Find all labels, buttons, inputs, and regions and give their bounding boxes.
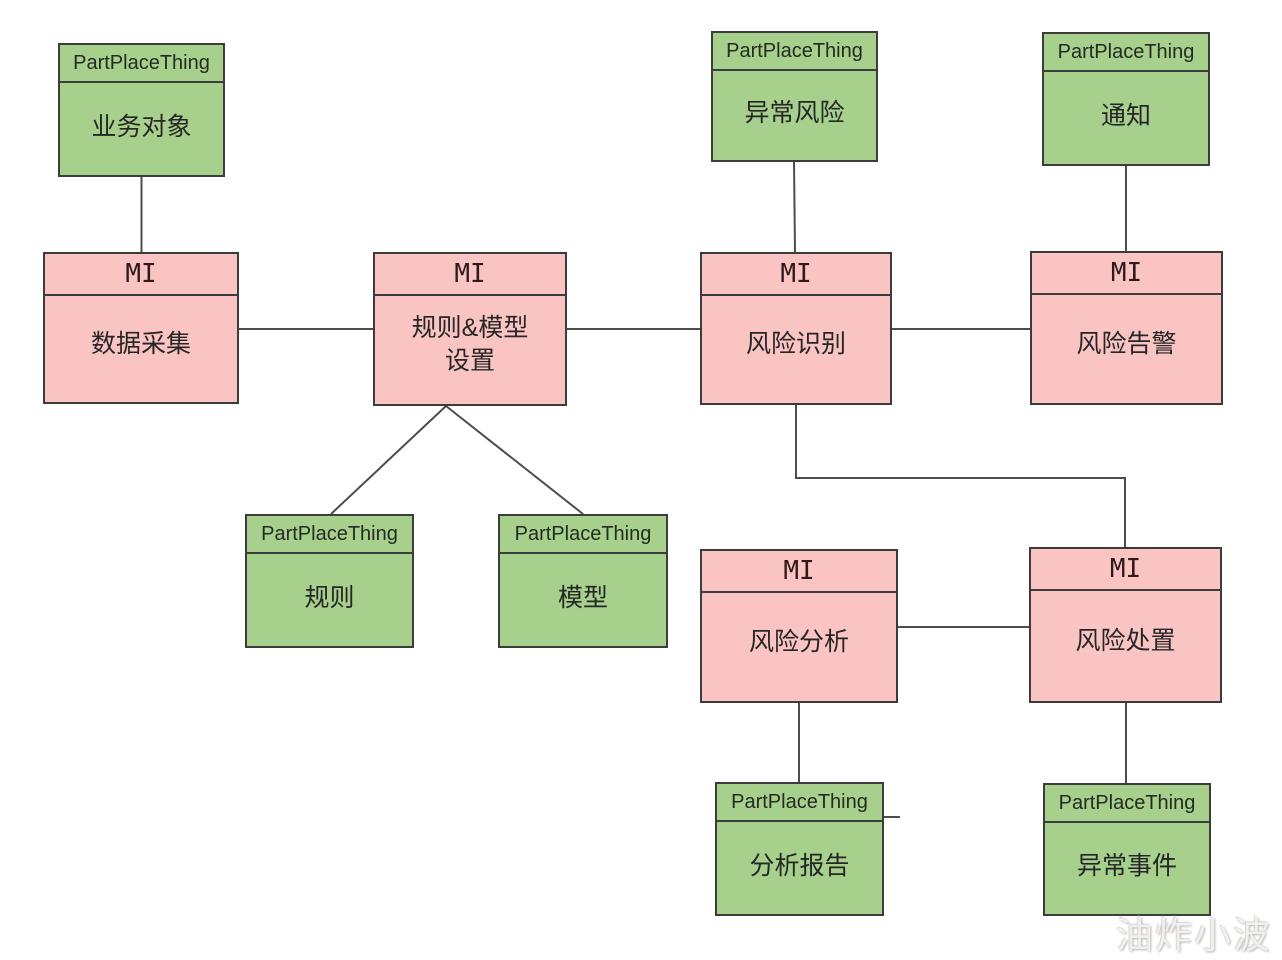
edge-rule-model-setting-rule bbox=[330, 405, 447, 515]
node-label: 规则&模型 设置 bbox=[411, 314, 529, 375]
node-header: MI bbox=[375, 254, 565, 296]
node-header: PartPlaceThing bbox=[60, 45, 223, 83]
watermark: 油炸小波 bbox=[1116, 915, 1272, 956]
node-label: 风险告警 bbox=[1076, 329, 1177, 358]
node-notification: PartPlaceThing 通知 bbox=[1042, 32, 1210, 166]
edge-abnormal-risk-risk-identification bbox=[793, 161, 796, 253]
node-header: PartPlaceThing bbox=[247, 516, 412, 554]
node-header: PartPlaceThing bbox=[717, 784, 882, 822]
node-label: 风险识别 bbox=[745, 330, 846, 358]
node-risk-disposal: MI 风险处置 bbox=[1029, 547, 1222, 703]
node-label: 业务对象 bbox=[91, 112, 192, 141]
node-label: 风险处置 bbox=[1075, 626, 1176, 655]
node-header: PartPlaceThing bbox=[500, 516, 666, 554]
node-abnormal-risk: PartPlaceThing 异常风险 bbox=[711, 31, 878, 162]
node-label: 模型 bbox=[557, 583, 608, 612]
node-abnormal-event: PartPlaceThing 异常事件 bbox=[1043, 783, 1211, 916]
node-analysis-report: PartPlaceThing 分析报告 bbox=[715, 782, 884, 916]
node-header: MI bbox=[1031, 549, 1220, 591]
node-rule-model-setting: MI 规则&模型 设置 bbox=[373, 252, 567, 406]
node-header: MI bbox=[1032, 253, 1221, 295]
node-header: MI bbox=[45, 254, 237, 296]
node-data-collection: MI 数据采集 bbox=[43, 252, 239, 404]
node-risk-alert: MI 风险告警 bbox=[1030, 251, 1223, 405]
node-header: MI bbox=[702, 551, 896, 593]
node-model: PartPlaceThing 模型 bbox=[498, 514, 668, 648]
node-header: PartPlaceThing bbox=[713, 33, 876, 71]
node-business-object: PartPlaceThing 业务对象 bbox=[58, 43, 225, 177]
node-label: 规则 bbox=[304, 583, 355, 612]
node-label: 通知 bbox=[1100, 101, 1151, 130]
edge-risk-identification-risk-disposal bbox=[795, 405, 1126, 547]
node-label: 数据采集 bbox=[90, 329, 191, 358]
node-rule: PartPlaceThing 规则 bbox=[245, 514, 414, 648]
node-label: 异常风险 bbox=[744, 99, 845, 127]
node-header: MI bbox=[702, 254, 890, 296]
node-label: 风险分析 bbox=[748, 627, 849, 656]
node-label: 分析报告 bbox=[749, 851, 850, 880]
node-label: 异常事件 bbox=[1076, 852, 1177, 880]
edge-rule-model-setting-model bbox=[445, 405, 584, 515]
node-risk-analysis: MI 风险分析 bbox=[700, 549, 898, 703]
node-risk-identification: MI 风险识别 bbox=[700, 252, 892, 405]
node-header: PartPlaceThing bbox=[1044, 34, 1208, 72]
node-header: PartPlaceThing bbox=[1045, 785, 1209, 823]
